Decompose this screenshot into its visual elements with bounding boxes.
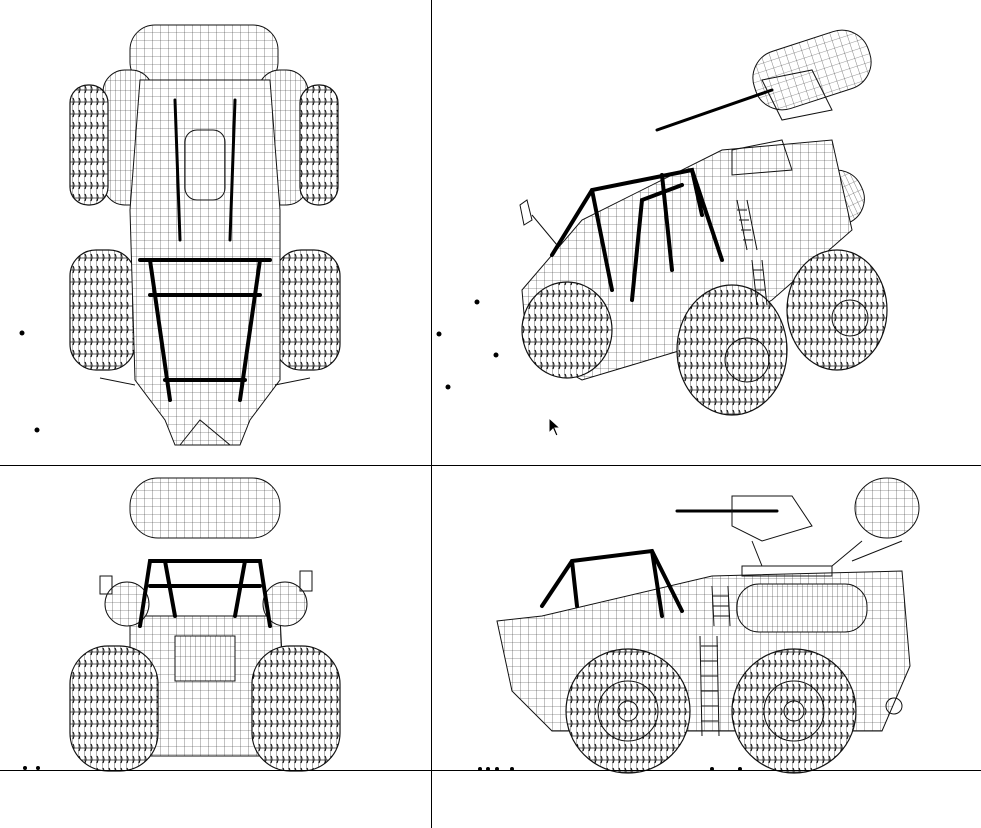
mouse-pointer-icon xyxy=(548,417,562,437)
viewport-front[interactable] xyxy=(0,466,431,828)
viewport-side[interactable] xyxy=(432,466,981,828)
front-rear-tank xyxy=(129,477,281,539)
persp-wheel-rear xyxy=(786,249,888,371)
top-wheel-rr xyxy=(299,84,339,206)
persp-wheel-front xyxy=(676,284,788,416)
side-wheel-front xyxy=(565,648,691,774)
side-view-marks xyxy=(478,767,742,771)
ground-line xyxy=(0,770,981,771)
persp-wheel-left xyxy=(521,281,613,379)
front-grille xyxy=(174,635,236,682)
front-view-marks xyxy=(23,766,40,770)
front-side-tank-left xyxy=(104,581,150,627)
viewport-divider-vertical[interactable] xyxy=(431,0,432,828)
viewport-divider-horizontal[interactable] xyxy=(0,465,981,466)
side-dish xyxy=(854,477,920,539)
front-wheel-left xyxy=(69,645,159,772)
viewport-top[interactable] xyxy=(0,0,431,465)
top-hull xyxy=(129,79,281,446)
side-view-wireframe xyxy=(496,477,920,774)
top-wheel-rl xyxy=(69,84,109,206)
front-view-wireframe xyxy=(69,477,341,772)
side-tank xyxy=(736,583,868,633)
top-view-marks xyxy=(19,330,40,433)
top-view-wireframe xyxy=(69,24,341,446)
side-wheel-rear xyxy=(731,648,857,774)
viewport-perspective[interactable] xyxy=(432,0,981,465)
front-wheel-right xyxy=(251,645,341,772)
perspective-view-wireframe xyxy=(519,29,888,416)
perspective-view-marks xyxy=(436,299,499,390)
front-side-tank-right xyxy=(262,581,308,627)
